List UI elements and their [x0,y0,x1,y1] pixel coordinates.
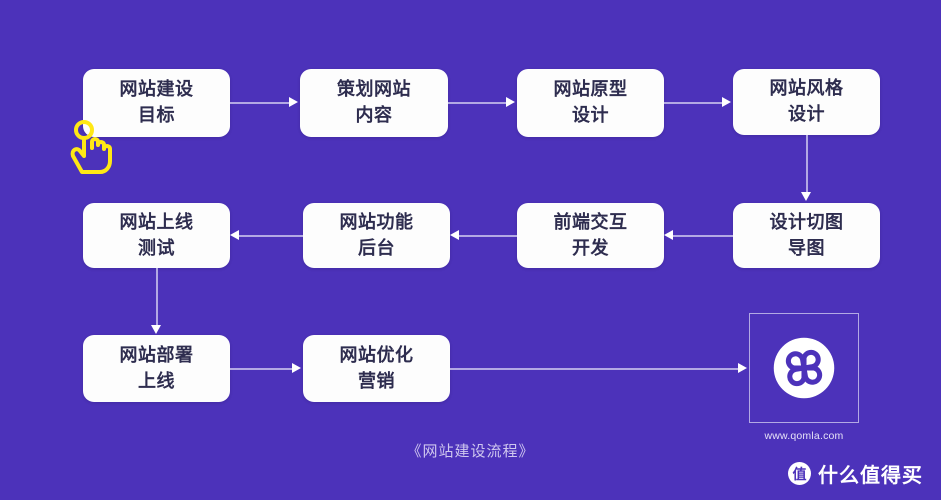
flow-node-style-design[interactable]: 网站风格 设计 [733,69,880,135]
qomla-clover-icon [773,337,835,399]
flow-node-slice-export[interactable]: 设计切图 导图 [733,203,880,268]
arrowhead-n9-n10 [292,363,301,373]
arrowhead-n5-n6 [664,230,673,240]
brand-logo-url: www.qomla.com [764,430,844,442]
node-line-1: 网站部署 [119,344,194,365]
flow-node-launch-test[interactable]: 网站上线 测试 [83,203,230,268]
node-line-1: 策划网站 [337,79,411,100]
arrowhead-n1-n2 [289,97,298,107]
watermark-label: 什么值得买 [818,465,923,487]
connector-n2-n3 [448,102,509,104]
flow-node-website-goal[interactable]: 网站建设 目标 [83,69,230,137]
flow-node-backend-function[interactable]: 网站功能 后台 [303,203,450,268]
node-line-1: 网站优化 [339,344,414,365]
node-line-2: 设计 [572,105,609,125]
node-line-2: 后台 [358,237,395,258]
node-line-1: 网站建设 [119,79,194,100]
flow-node-plan-content[interactable]: 策划网站 内容 [300,69,448,137]
node-line-1: 网站功能 [339,211,414,232]
connector-n3-n4 [664,102,725,104]
flow-node-optimize-marketing[interactable]: 网站优化 营销 [303,335,450,402]
node-line-2: 导图 [788,237,825,258]
connector-n7-n8 [239,235,303,237]
flow-node-frontend-dev[interactable]: 前端交互 开发 [517,203,664,268]
arrowhead-n10-logo [738,363,747,373]
watermark-badge-icon: 值 [788,462,811,485]
tap-hand-cursor-icon [70,120,112,174]
connector-n8-n9 [156,268,158,328]
node-line-1: 网站原型 [553,79,628,100]
watermark: 值 什么值得买 [788,459,923,488]
node-line-1: 网站风格 [769,78,844,99]
arrowhead-n3-n4 [722,97,731,107]
node-line-2: 上线 [138,370,175,391]
brand-logo-frame [749,313,859,423]
flow-node-deploy-online[interactable]: 网站部署 上线 [83,335,230,402]
arrowhead-n8-n9 [151,325,161,334]
node-line-2: 营销 [358,370,395,391]
node-line-2: 设计 [788,104,825,124]
node-line-2: 内容 [355,105,393,125]
connector-n4-n5 [806,135,808,195]
node-line-2: 测试 [138,237,175,258]
arrowhead-n2-n3 [506,97,515,107]
connector-n6-n7 [459,235,517,237]
node-line-2: 开发 [572,237,609,258]
node-line-1: 网站上线 [119,211,194,232]
arrowhead-n4-n5 [801,192,811,201]
diagram-caption: 《网站建设流程》 [406,443,535,460]
connector-n5-n6 [673,235,733,237]
node-line-2: 目标 [138,105,175,125]
arrowhead-n6-n7 [450,230,459,240]
node-line-1: 设计切图 [769,211,844,232]
connector-n1-n2 [230,102,292,104]
flow-node-prototype-design[interactable]: 网站原型 设计 [517,69,664,137]
connector-n10-logo [450,368,740,370]
connector-n9-n10 [230,368,294,370]
arrowhead-n7-n8 [230,230,239,240]
node-line-1: 前端交互 [553,211,628,232]
